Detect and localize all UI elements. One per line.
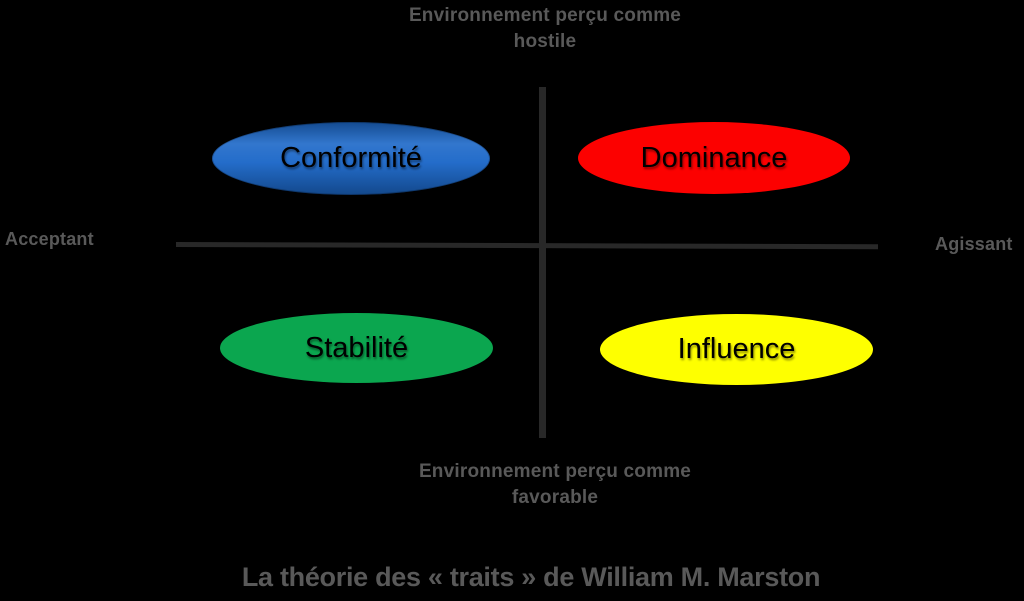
ellipse-conformite: Conformité (212, 122, 490, 195)
ellipse-influence: Influence (600, 314, 873, 385)
ellipse-influence-label: Influence (677, 333, 796, 365)
ellipse-dominance: Dominance (578, 122, 850, 194)
axis-label-bottom: Environnement perçu comme favorable (418, 461, 692, 508)
diagram-title: La théorie des « traits » de William M. … (241, 562, 821, 592)
vertical-axis-line (539, 87, 546, 438)
ellipse-stabilite-label: Stabilité (304, 331, 409, 364)
ellipse-dominance-label: Dominance (640, 141, 788, 174)
axis-label-top: Environnement perçu comme hostile (408, 5, 682, 52)
axis-label-left: Acceptant (5, 229, 94, 249)
horizontal-axis-line (175, 242, 879, 250)
axis-label-right: Agissant (935, 234, 1013, 254)
ellipse-conformite-label: Conformité (280, 142, 422, 174)
ellipse-stabilite: Stabilité (220, 313, 493, 383)
